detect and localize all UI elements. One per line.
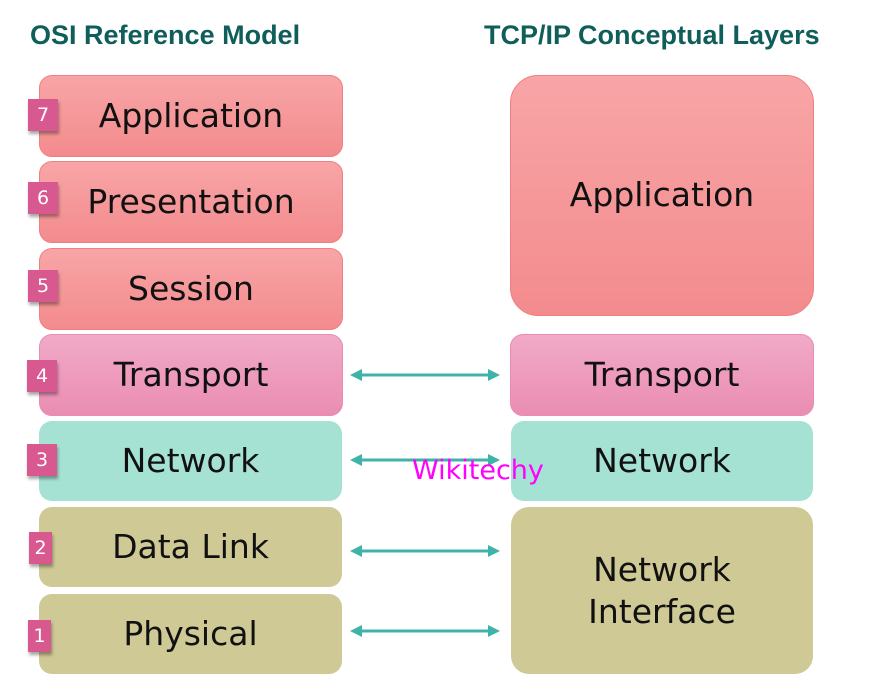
tcpip-layer-label-line2: Interface xyxy=(588,591,736,631)
layer-number-badge: 2 xyxy=(29,532,52,564)
osi-layer-label: Physical xyxy=(123,613,258,653)
osi-title: OSI Reference Model xyxy=(30,20,301,50)
osi-layer-label: Presentation xyxy=(87,181,295,221)
tcpip-layer-network: Network xyxy=(511,421,813,501)
layer-number-badge: 3 xyxy=(27,444,57,476)
osi-layer-physical: Physical xyxy=(39,594,342,674)
tcpip-layer-label-line1: Network xyxy=(593,550,731,590)
double-arrow-icon xyxy=(350,545,500,557)
layer-number-badge: 1 xyxy=(28,620,51,652)
osi-layer-label: Session xyxy=(128,268,254,308)
osi-layer-label: Transport xyxy=(113,354,269,394)
watermark: Wikitechy xyxy=(412,455,544,486)
layer-number-badge: 5 xyxy=(28,270,58,302)
double-arrow-icon xyxy=(350,369,500,381)
tcpip-layer-label: Transport xyxy=(584,354,740,394)
layer-number-badge: 7 xyxy=(28,99,58,131)
osi-layer-label: Network xyxy=(121,440,260,480)
double-arrow-icon xyxy=(350,625,500,637)
tcpip-layer-label: Application xyxy=(569,175,755,215)
layer-number-badge: 6 xyxy=(28,182,58,214)
osi-layer-data-link: Data Link xyxy=(39,507,342,587)
double-arrow-icon xyxy=(350,454,500,466)
tcpip-title: TCP/IP Conceptual Layers xyxy=(484,20,820,50)
osi-layer-application: Application xyxy=(39,75,343,157)
tcpip-layer-network-interface: Network Interface xyxy=(511,507,813,674)
osi-layer-label: Data Link xyxy=(112,526,269,566)
osi-layer-network: Network xyxy=(39,421,342,501)
tcpip-layer-transport: Transport xyxy=(510,334,814,416)
osi-layer-session: Session xyxy=(39,248,343,330)
tcpip-layer-label: Network xyxy=(593,440,731,480)
osi-layer-transport: Transport xyxy=(39,334,343,416)
osi-layer-label: Application xyxy=(98,95,284,135)
tcpip-layer-application: Application xyxy=(510,75,814,316)
layer-number-badge: 4 xyxy=(27,360,57,392)
osi-layer-presentation: Presentation xyxy=(39,161,343,243)
